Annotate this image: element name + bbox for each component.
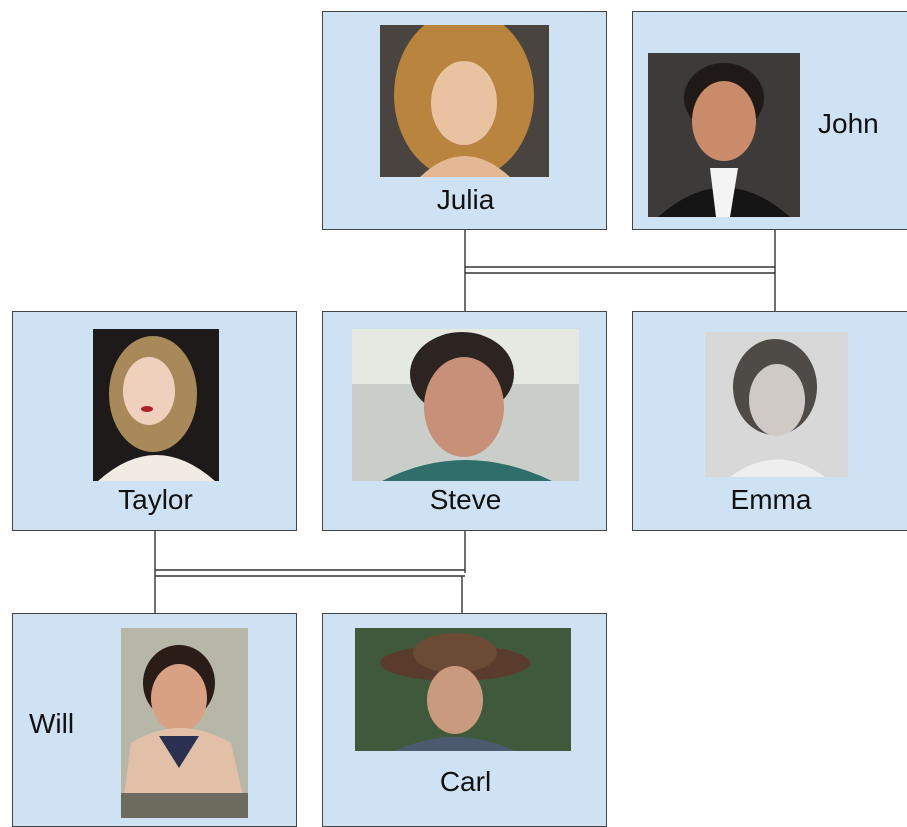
will-photo [121, 628, 248, 818]
steve-name: Steve [429, 484, 502, 515]
carl-name: Carl [439, 766, 492, 797]
node-steve[interactable]: Steve [322, 311, 607, 531]
john-name: John [818, 108, 879, 139]
taylor-name: Taylor [118, 484, 193, 515]
carl-photo [355, 628, 571, 751]
node-will[interactable]: Will [12, 613, 297, 827]
julia-photo [380, 25, 549, 177]
steve-photo [352, 329, 579, 481]
will-name: Will [29, 708, 75, 739]
john-photo [648, 53, 800, 217]
julia-name: Julia [436, 184, 495, 215]
node-carl[interactable]: Carl [322, 613, 607, 827]
emma-photo [705, 332, 848, 477]
node-julia[interactable]: Julia [322, 11, 607, 230]
taylor-photo [93, 329, 219, 481]
emma-name: Emma [730, 484, 812, 515]
node-john[interactable]: John [632, 11, 907, 230]
node-emma[interactable]: Emma [632, 311, 907, 531]
node-taylor[interactable]: Taylor [12, 311, 297, 531]
